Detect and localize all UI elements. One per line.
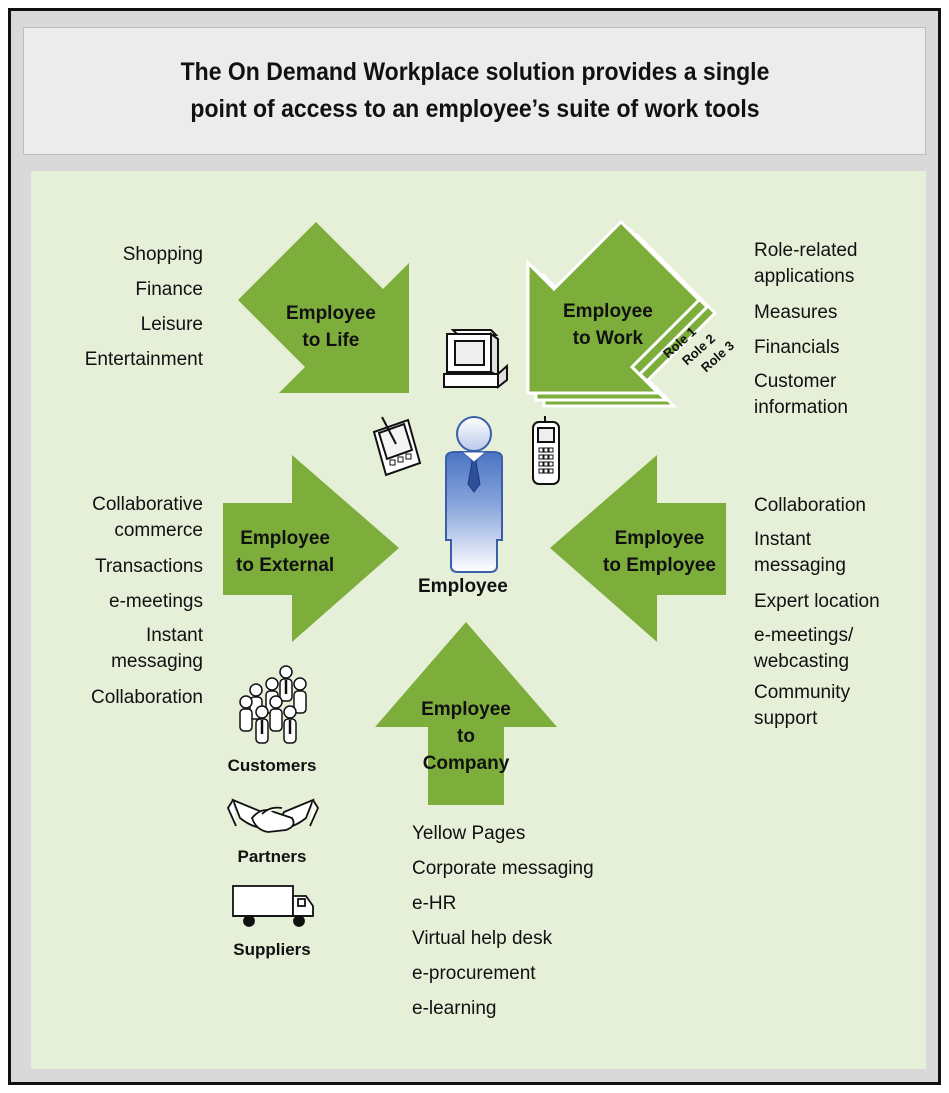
company-item: Yellow Pages bbox=[412, 823, 526, 844]
life-item: Leisure bbox=[140, 314, 203, 335]
computer-icon bbox=[443, 329, 508, 390]
arrow-label-employee-to-employee: Employee to Employee bbox=[603, 525, 716, 579]
employee-label: Employee bbox=[418, 576, 508, 597]
arrow-employee-line-1: Employee bbox=[614, 528, 705, 549]
external-items-list: Collaborative commerce Transactions e-me… bbox=[63, 488, 203, 715]
title-box: The On Demand Workplace solution provide… bbox=[23, 27, 926, 155]
partners-label: Partners bbox=[237, 847, 307, 866]
company-item: e-procurement bbox=[412, 963, 536, 984]
arrow-company-line-2: to bbox=[457, 726, 475, 747]
work-item: Financials bbox=[754, 337, 840, 358]
external-item: Collaboration bbox=[91, 687, 203, 708]
suppliers-label: Suppliers bbox=[233, 940, 311, 959]
work-item: Role-related applications bbox=[754, 240, 858, 287]
employee-item: Instant messaging bbox=[754, 529, 846, 576]
company-item: e-learning bbox=[412, 998, 497, 1019]
title-line-2: point of access to an employee’s suite o… bbox=[189, 95, 760, 123]
employee-item: Collaboration bbox=[754, 495, 866, 516]
arrow-label-employee-to-work: Employee to Work bbox=[563, 298, 653, 352]
customers-label: Customers bbox=[227, 756, 317, 775]
employee-item: e-meetings/ webcasting bbox=[754, 625, 854, 672]
mobile-phone-icon bbox=[532, 416, 560, 485]
life-item: Finance bbox=[135, 279, 203, 300]
page-title: The On Demand Workplace solution provide… bbox=[116, 54, 834, 128]
arrow-employee-to-external bbox=[223, 455, 399, 642]
external-item: e-meetings bbox=[109, 591, 203, 612]
partners-handshake-icon bbox=[226, 798, 320, 833]
external-item: Collaborative commerce bbox=[92, 494, 203, 541]
employee-person-icon bbox=[445, 416, 503, 573]
employee-item: Community support bbox=[754, 682, 851, 729]
company-item: Virtual help desk bbox=[412, 928, 553, 949]
life-item: Shopping bbox=[122, 244, 203, 265]
pda-icon bbox=[372, 416, 422, 477]
external-item: Instant messaging bbox=[111, 625, 203, 672]
arrow-employee-line-2: to Employee bbox=[603, 555, 716, 576]
arrow-employee-to-life bbox=[238, 222, 409, 393]
life-items-list: Shopping Finance Leisure Entertainment bbox=[85, 237, 203, 377]
arrow-external-line-1: Employee bbox=[240, 528, 330, 549]
company-item: e-HR bbox=[412, 893, 457, 914]
diagram-panel bbox=[31, 171, 926, 1069]
arrow-work-line-1: Employee bbox=[563, 301, 653, 322]
arrow-label-employee-to-external: Employee to External bbox=[236, 525, 334, 579]
customers-group-icon bbox=[239, 665, 307, 744]
arrow-label-employee-to-life: Employee to Life bbox=[286, 300, 376, 354]
title-line-1: The On Demand Workplace solution provide… bbox=[180, 58, 769, 86]
employee-item: Expert location bbox=[754, 591, 880, 612]
arrow-company-line-3: Company bbox=[422, 753, 510, 774]
arrow-employee-to-employee bbox=[550, 455, 726, 642]
work-item: Measures bbox=[754, 302, 838, 323]
employee-items-list: Collaboration Instant messaging Expert l… bbox=[754, 488, 889, 737]
work-item: Customer information bbox=[754, 371, 848, 418]
company-items-list: Yellow Pages Corporate messaging e-HR Vi… bbox=[412, 816, 594, 1026]
arrow-work-line-2: to Work bbox=[572, 328, 644, 349]
arrow-life-line-1: Employee bbox=[286, 303, 376, 324]
arrow-employee-to-company bbox=[375, 622, 557, 805]
company-item: Corporate messaging bbox=[412, 858, 594, 879]
arrow-label-employee-to-company: Employee to Company bbox=[419, 696, 513, 777]
arrow-life-line-2: to Life bbox=[302, 330, 360, 351]
external-item: Transactions bbox=[94, 556, 203, 577]
work-items-list: Role-related applications Measures Finan… bbox=[754, 234, 884, 426]
life-item: Entertainment bbox=[84, 349, 203, 370]
suppliers-truck-icon bbox=[232, 885, 314, 927]
arrow-external-line-2: to External bbox=[236, 555, 335, 576]
arrow-company-line-1: Employee bbox=[421, 699, 511, 720]
arrow-employee-to-work bbox=[526, 219, 702, 395]
